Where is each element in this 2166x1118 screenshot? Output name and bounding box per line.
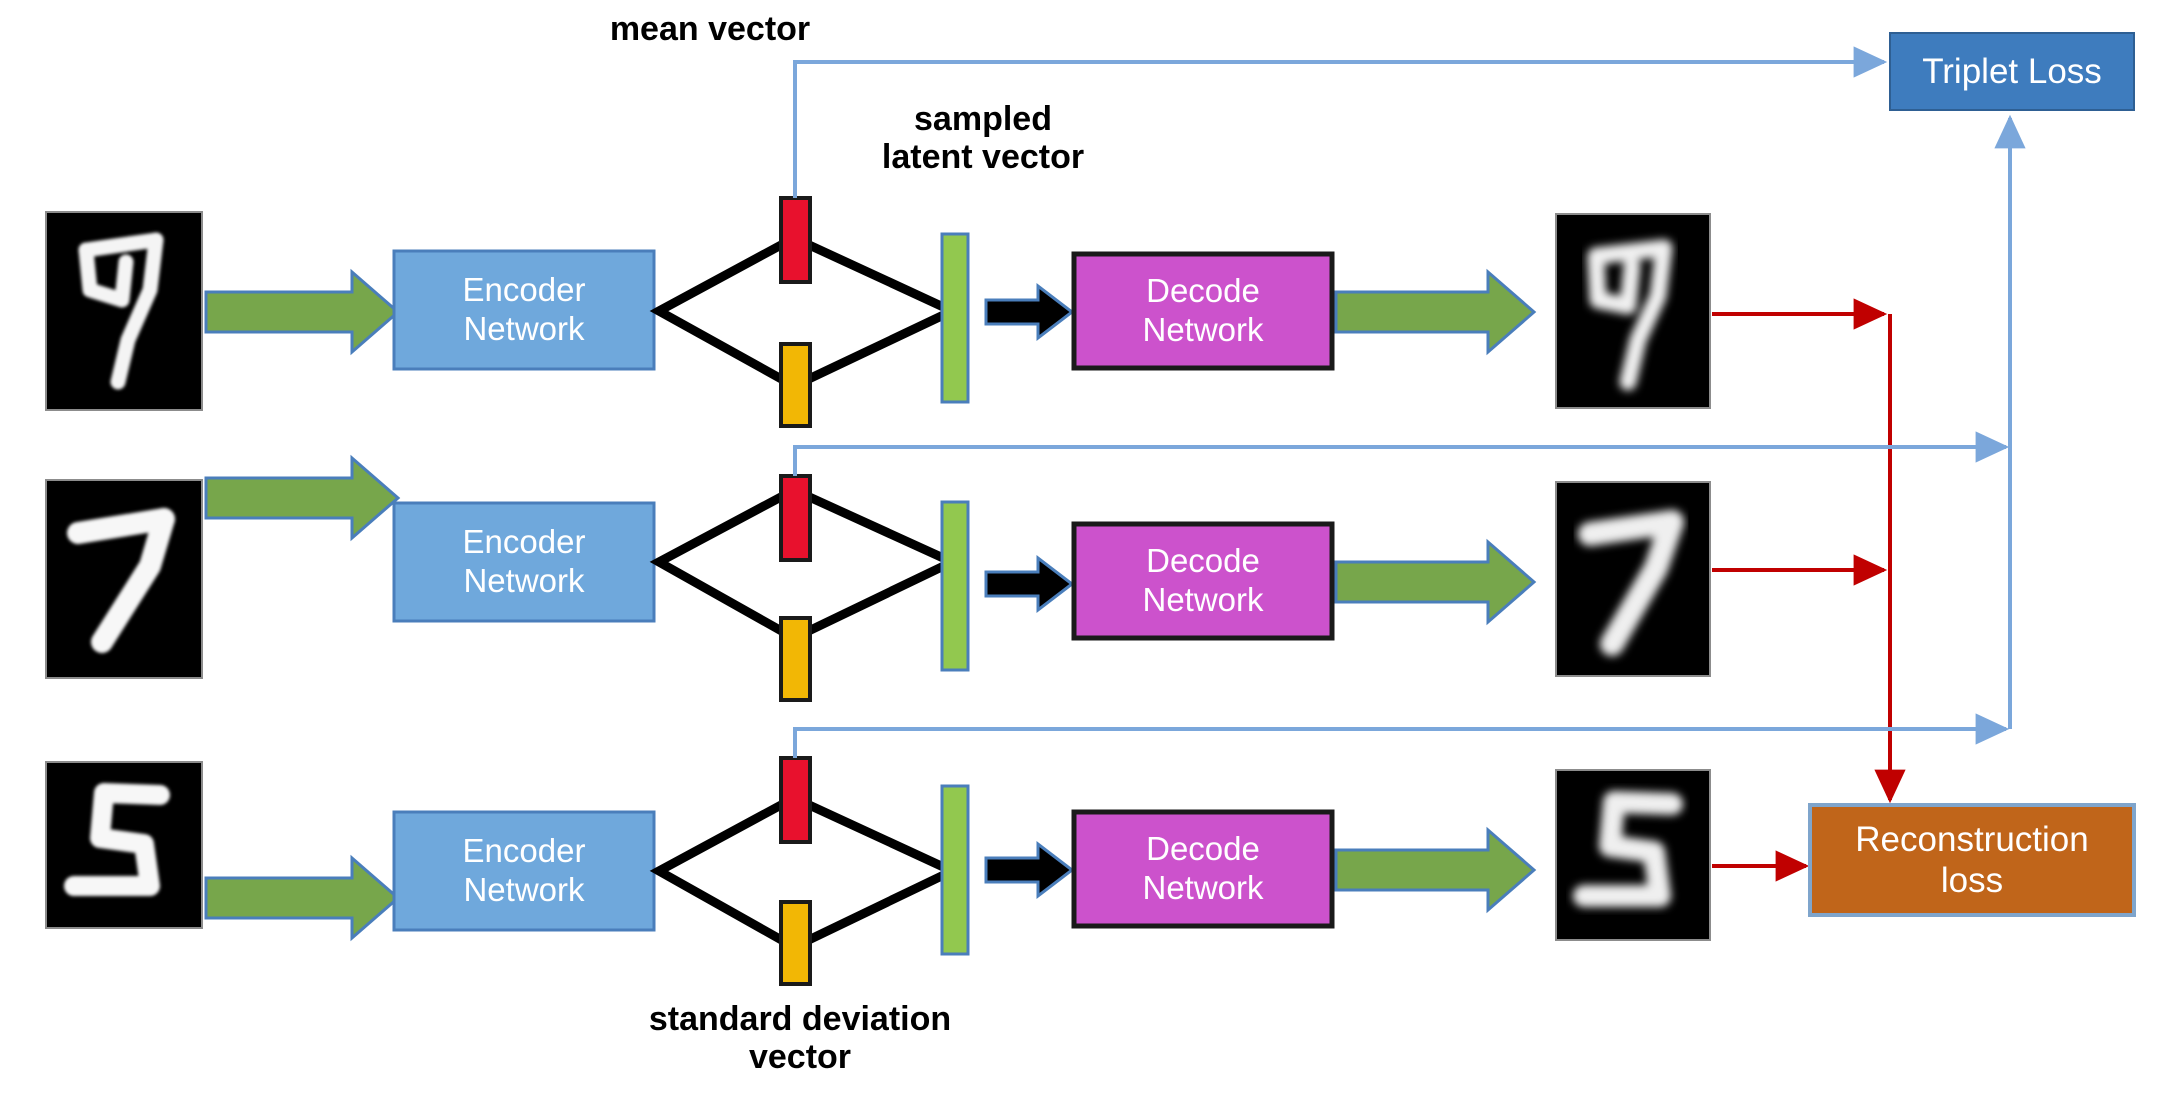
mean-vector-bar-row-positive[interactable] <box>779 474 812 562</box>
output-image-row-positive <box>1555 481 1711 677</box>
green-arrow-out-row-negative <box>1334 826 1537 914</box>
input-image-row-positive <box>45 479 203 679</box>
black-arrow-row-anchor <box>984 282 1075 342</box>
green-arrow-row-negative <box>204 854 401 942</box>
sampled-latent-bar-row-positive[interactable] <box>940 500 970 672</box>
output-image-row-negative <box>1555 769 1711 941</box>
encoder-box-row-positive[interactable] <box>392 501 656 623</box>
black-arrow-row-negative <box>984 840 1075 900</box>
decoder-box-row-anchor[interactable] <box>1071 251 1335 371</box>
triplet-loss-connectors <box>793 46 2026 758</box>
green-arrow-out-row-positive <box>1334 538 1537 626</box>
stddev-vector-bar-row-negative[interactable] <box>779 900 812 986</box>
stddev-vector-bar-row-positive[interactable] <box>779 616 812 702</box>
green-arrow-row-anchor <box>204 268 401 356</box>
green-arrow-out-row-anchor <box>1334 268 1537 356</box>
output-image-row-anchor <box>1555 213 1711 409</box>
mean-vector-bar-row-negative[interactable] <box>779 756 812 844</box>
standard-deviation-vector-label: standard deviation vector <box>648 1000 952 1077</box>
encoder-box-row-negative[interactable] <box>392 810 656 932</box>
black-arrow-row-positive <box>984 554 1075 614</box>
mean-vector-bar-row-anchor[interactable] <box>779 196 812 284</box>
reconstruction-loss-connectors <box>1712 298 1906 882</box>
stddev-vector-bar-row-anchor[interactable] <box>779 342 812 428</box>
sampled-latent-bar-row-negative[interactable] <box>940 784 970 956</box>
green-arrow-row-positive <box>204 454 401 542</box>
reconstruction-loss-box[interactable] <box>1808 803 2136 917</box>
sampled-latent-vector-label: sampled latent vector <box>881 100 1085 177</box>
mean-vector-label: mean vector <box>609 10 811 48</box>
decoder-box-row-negative[interactable] <box>1071 809 1335 929</box>
input-image-row-negative <box>45 761 203 929</box>
decoder-box-row-positive[interactable] <box>1071 521 1335 641</box>
triplet-loss-box[interactable] <box>1889 32 2135 111</box>
input-image-row-anchor <box>45 211 203 411</box>
encoder-box-row-anchor[interactable] <box>392 249 656 371</box>
sampled-latent-bar-row-anchor[interactable] <box>940 232 970 404</box>
